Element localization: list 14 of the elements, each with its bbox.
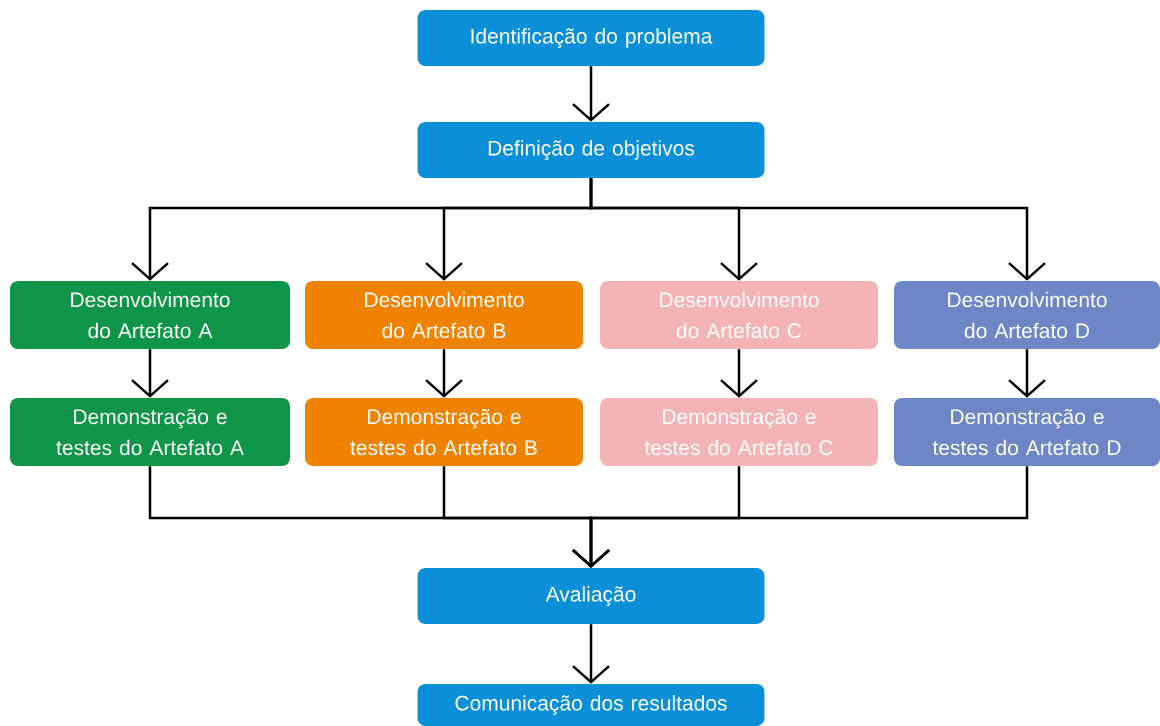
- process-box: Desenvolvimento do Artefato A: [10, 281, 290, 349]
- process-box: Demonstração e testes do Artefato D: [894, 398, 1160, 466]
- arrow: [572, 466, 1029, 568]
- process-box: Definição de objetivos: [417, 122, 765, 178]
- arrow: [589, 178, 1046, 281]
- process-box: Identificação do problema: [417, 10, 765, 66]
- process-box: Demonstração e testes do Artefato A: [10, 398, 290, 466]
- process-box: Desenvolvimento do Artefato B: [305, 281, 583, 349]
- process-box: Demonstração e testes do Artefato B: [305, 398, 583, 466]
- process-box: Desenvolvimento do Artefato D: [894, 281, 1160, 349]
- process-box: Desenvolvimento do Artefato C: [600, 281, 878, 349]
- process-box: Comunicação dos resultados: [417, 684, 765, 726]
- process-box: Avaliação: [417, 568, 765, 624]
- process-box: Demonstração e testes do Artefato C: [600, 398, 878, 466]
